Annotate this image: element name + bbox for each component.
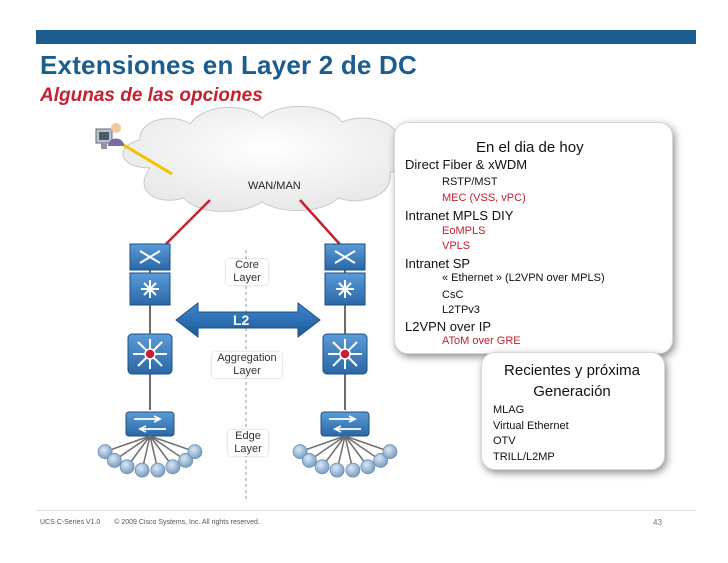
aggregation-router-icon (322, 333, 368, 375)
server-endpoint-icon (382, 444, 398, 460)
option-heading: L2VPN over IP (405, 319, 491, 334)
core-switch-icon (324, 243, 366, 306)
server-endpoint-icon (106, 453, 122, 468)
server-endpoint-icon (360, 459, 376, 475)
l2-label: L2 (233, 312, 250, 328)
option-item: CsC (442, 289, 464, 301)
access-switch-icon (320, 411, 370, 437)
server-endpoint-icon (314, 459, 330, 475)
option-item: AToM over GRE (442, 335, 521, 347)
option-item: VPLS (442, 240, 471, 252)
today-options-panel (394, 122, 673, 354)
title-bar (36, 30, 696, 44)
server-endpoint-icon (301, 453, 317, 468)
wan-label: WAN/MAN (248, 180, 301, 192)
l2-extension-arrow (175, 301, 321, 339)
next-item: TRILL/L2MP (493, 451, 555, 463)
next-generation-title: Recientes y próxima Generación (504, 362, 640, 400)
user-workstation-icon (95, 123, 124, 149)
server-endpoint-icon (178, 453, 194, 468)
slide-subtitle: Algunas de las opciones (40, 85, 263, 106)
user-link (121, 142, 173, 176)
option-heading: Intranet MPLS DIY (405, 208, 514, 223)
core-switch-icon (129, 243, 171, 306)
footer-copyright: © 2009 Cisco Systems, Inc. All rights re… (114, 519, 260, 526)
server-endpoint-icon (187, 444, 203, 460)
next-item: OTV (493, 435, 516, 447)
server-endpoint-icon (97, 444, 113, 460)
option-item: MEC (VSS, vPC) (442, 192, 526, 204)
edge-layer-label: Edge Layer (228, 430, 268, 456)
server-endpoint-icon (345, 462, 361, 478)
option-item: « Ethernet » (L2VPN over MPLS) (442, 272, 605, 284)
server-endpoint-icon (119, 459, 135, 475)
today-options-title: En el dia de hoy (476, 139, 584, 156)
server-endpoint-icon (329, 462, 345, 478)
page-number: 43 (653, 518, 662, 527)
option-item: EoMPLS (442, 225, 486, 237)
server-endpoint-icon (134, 462, 150, 478)
next-generation-panel (481, 352, 665, 470)
option-heading: Direct Fiber & xWDM (405, 157, 528, 172)
server-endpoint-icon (150, 462, 166, 478)
server-endpoint-icon (292, 444, 308, 460)
next-item: Virtual Ethernet (493, 420, 569, 432)
option-item: RSTP/MST (442, 176, 498, 188)
wan-cloud-icon (122, 105, 413, 212)
option-item: L2TPv3 (442, 304, 480, 316)
server-endpoint-icon (165, 459, 181, 475)
access-switch-icon (125, 411, 175, 437)
footer-divider (36, 510, 696, 511)
server-endpoint-icon (373, 453, 389, 468)
footer: UCS C-Series V1.0 © 2009 Cisco Systems, … (40, 519, 272, 526)
next-item: MLAG (493, 404, 525, 416)
slide-title: Extensiones en Layer 2 de DC (40, 50, 417, 80)
option-heading: Intranet SP (405, 256, 471, 271)
wan-links (159, 199, 346, 251)
aggregation-layer-label: Aggregation Layer (212, 352, 282, 378)
aggregation-router-icon (127, 333, 173, 375)
footer-series: UCS C-Series V1.0 (40, 519, 101, 526)
core-layer-label: Core Layer (226, 259, 268, 285)
